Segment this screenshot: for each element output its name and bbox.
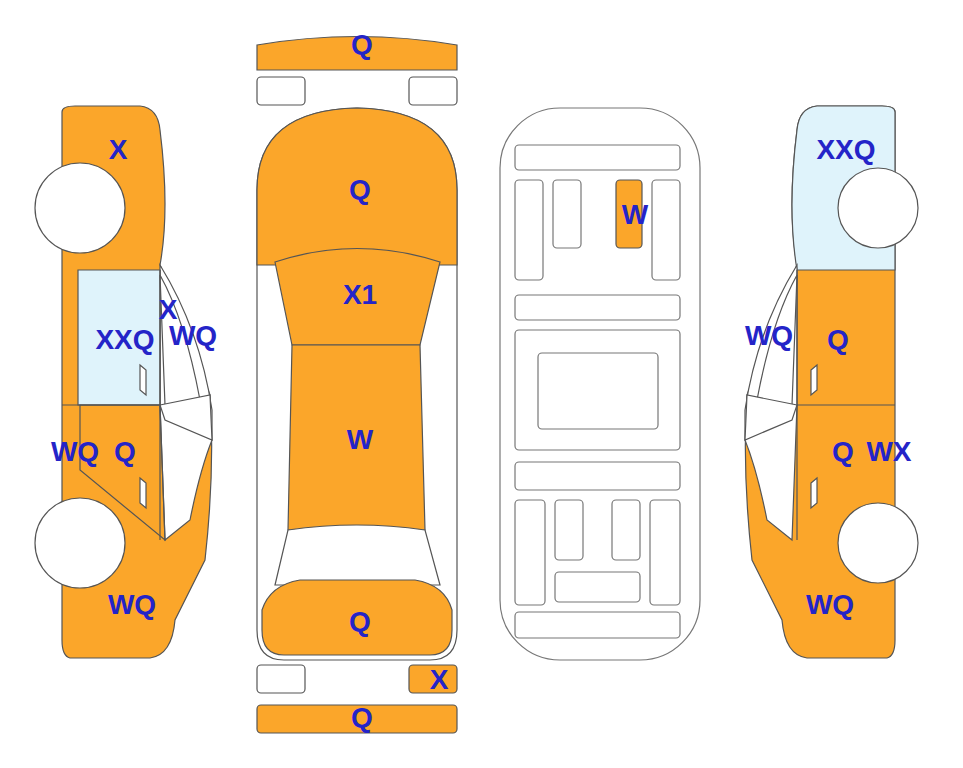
damage-code: WQ bbox=[745, 322, 793, 350]
damage-code: WQ bbox=[169, 322, 217, 350]
damage-code: WQ bbox=[806, 591, 854, 619]
damage-code: Q bbox=[832, 438, 854, 466]
damage-code: XXQ bbox=[95, 326, 154, 354]
damage-code: WQ bbox=[108, 591, 156, 619]
damage-code: X bbox=[159, 296, 178, 324]
damage-code: Q bbox=[351, 704, 373, 732]
damage-code: Q bbox=[351, 31, 373, 59]
damage-code: XXQ bbox=[816, 136, 875, 164]
damage-code: Q bbox=[349, 176, 371, 204]
damage-code: W bbox=[347, 426, 373, 454]
damage-code: X bbox=[430, 666, 449, 694]
damage-code: W bbox=[622, 201, 648, 229]
damage-code: Q bbox=[349, 608, 371, 636]
damage-code: X bbox=[109, 136, 128, 164]
damage-code: WX bbox=[866, 438, 911, 466]
damage-code: Q bbox=[827, 326, 849, 354]
damage-code: Q bbox=[114, 438, 136, 466]
damage-code: WQ bbox=[51, 438, 99, 466]
damage-code: X1 bbox=[343, 281, 377, 309]
